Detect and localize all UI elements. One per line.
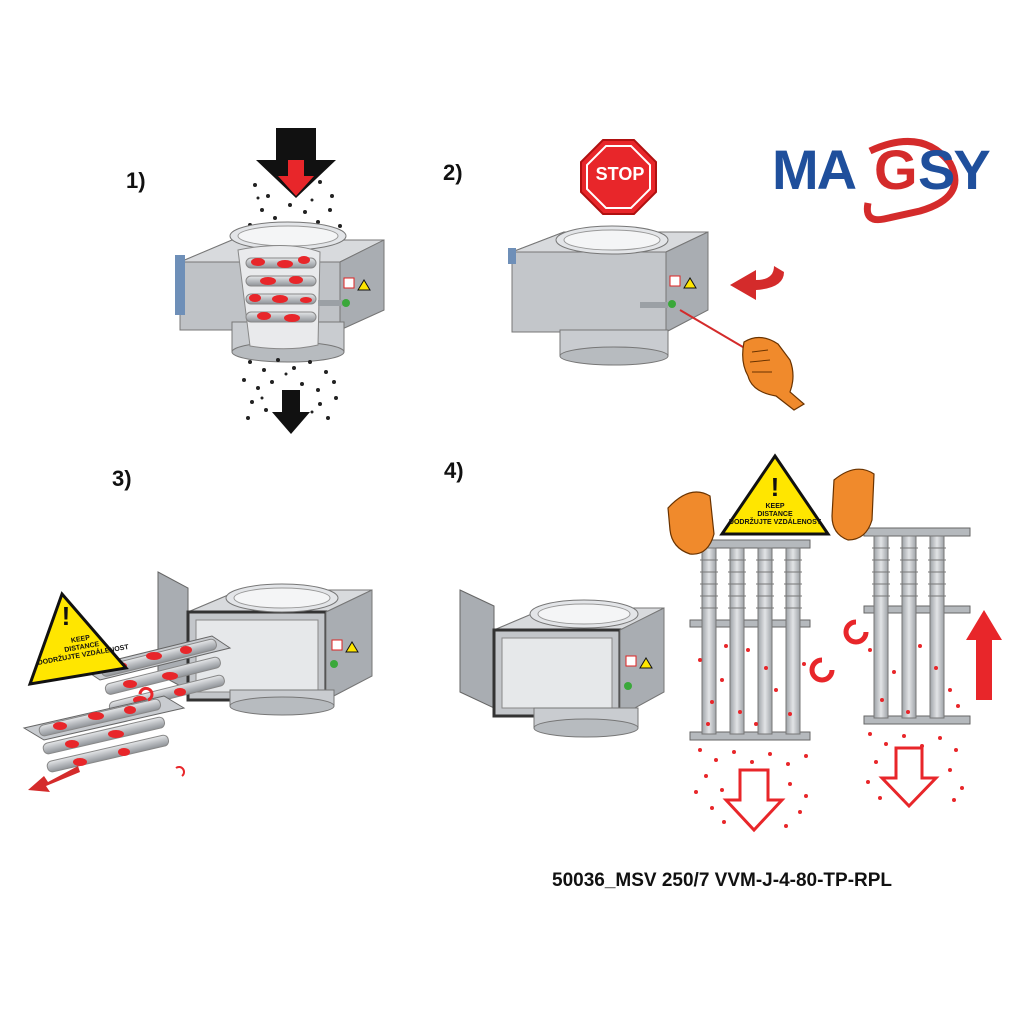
- warning-line1: KEEP: [727, 503, 823, 511]
- pointer-line: [680, 310, 748, 350]
- warning-line3: DODRŽUJTE VZDÁLENOST: [727, 519, 823, 527]
- down-arrow-outline-icon-2: [882, 748, 936, 806]
- warning-sign-text-panel4: KEEP DISTANCE DODRŽUJTE VZDÁLENOST: [727, 503, 823, 527]
- lift-arrow-icon: [966, 610, 1002, 700]
- down-arrow-outline-icon: [726, 770, 782, 830]
- step-label-3: 3): [112, 466, 132, 492]
- product-code-caption: 50036_MSV 250/7 VVM-J-4-80-TP-RPL: [552, 870, 892, 892]
- logo-text-g: G: [874, 137, 918, 202]
- logo-text-left: MA: [772, 137, 855, 202]
- magnet-icon-2: [846, 622, 866, 642]
- warning-line2: DISTANCE: [727, 511, 823, 519]
- stop-sign-text: STOP: [582, 164, 658, 185]
- magnet-grate-left: [690, 540, 810, 740]
- hand-left-icon: [668, 492, 714, 554]
- hand-icon: [743, 337, 804, 410]
- step-label-1: 1): [126, 168, 146, 194]
- svg-text:!: !: [771, 472, 780, 502]
- magnet-grate-right: [864, 528, 970, 724]
- step-label-4: 4): [444, 458, 464, 484]
- svg-text:!: !: [62, 601, 71, 631]
- panel-1-separator-operating: [175, 128, 384, 434]
- rotate-arrow-icon: [730, 266, 784, 300]
- logo-text-right: SY: [918, 137, 989, 202]
- output-arrow-icon: [272, 390, 310, 434]
- step-label-2: 2): [443, 160, 463, 186]
- hand-right-icon: [832, 469, 874, 540]
- magnet-icon-3: [812, 660, 832, 680]
- magnet-grate-lower: [24, 696, 184, 773]
- magsy-logo: MA G SY: [772, 133, 1002, 228]
- panel-3-remove-magnet-grate: !: [24, 572, 372, 792]
